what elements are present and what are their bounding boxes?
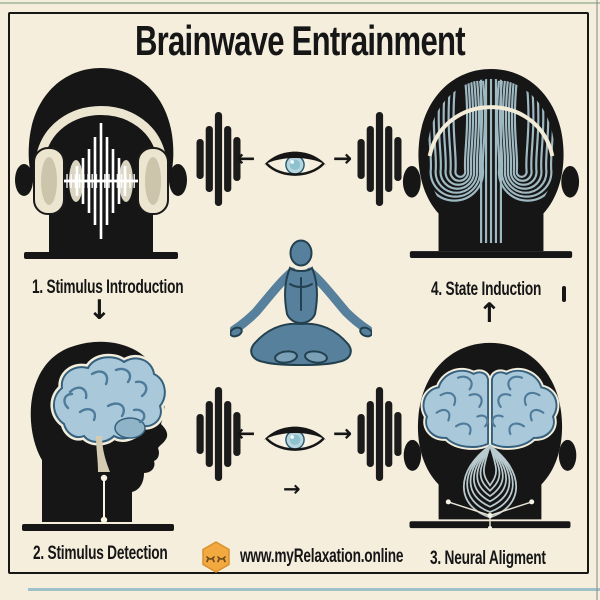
right-ear (561, 165, 580, 198)
constellation-marker (445, 499, 535, 531)
right-edge-line (596, 0, 598, 600)
pedestal-bar (22, 524, 174, 531)
ear-cups (33, 147, 169, 215)
flow-right-arrow-icon: → (283, 477, 301, 501)
page-title: Brainwave Entrainment (0, 17, 600, 65)
flow-lines-head-illustration (402, 68, 580, 258)
down-arrow-icon: ↓ (88, 295, 111, 326)
brain-front-view (420, 367, 560, 450)
stage-2-label: 2. Stimulus Detection (33, 543, 168, 564)
audio-bars-icon (196, 387, 241, 481)
website-link[interactable]: www.myRelaxation.online (240, 546, 404, 567)
right-ear (558, 439, 577, 471)
tick-mark (562, 286, 566, 302)
bottom-edge-line (28, 588, 600, 591)
audio-bars-icon (196, 112, 241, 206)
resonance-pattern (463, 444, 517, 519)
brain-side-view (50, 353, 169, 472)
eye-icon (264, 426, 326, 451)
left-arrow-icon: ← (236, 146, 256, 172)
headphones-head-illustration (15, 68, 187, 259)
left-arrow-icon: ← (236, 421, 256, 447)
hexagon-logo-icon (202, 541, 230, 573)
up-arrow-icon: ↑ (478, 298, 501, 329)
headband (35, 106, 167, 161)
pin-marker (100, 474, 108, 524)
left-ear (403, 439, 422, 471)
closed-eyes-glyph (206, 556, 226, 563)
eye-icon (264, 151, 326, 176)
meditating-figure (230, 239, 372, 366)
title-text: Brainwave Entrainment (135, 17, 466, 64)
left-ear (402, 165, 421, 198)
pedestal-bar (409, 251, 573, 258)
border-frame (8, 12, 589, 574)
brainstem (96, 436, 110, 472)
right-ear (169, 164, 187, 196)
pedestal-bar (24, 252, 178, 259)
audio-bars-icon (357, 112, 402, 206)
stage-1-label: 1. Stimulus Introduction (32, 277, 184, 298)
stage-4-label: 4. State Induction (431, 279, 542, 300)
headband-arc (427, 105, 555, 157)
right-arrow-icon: → (333, 421, 353, 447)
profile-brain-head-illustration (22, 341, 174, 531)
left-ear (15, 164, 33, 196)
soundwave-lines (64, 123, 138, 239)
front-brain-head-illustration (403, 342, 577, 531)
top-edge-line (0, 2, 600, 4)
right-arrow-icon: → (333, 146, 353, 172)
audio-bars-icon (357, 387, 402, 481)
stage-3-label: 3. Neural Aligment (430, 548, 546, 569)
